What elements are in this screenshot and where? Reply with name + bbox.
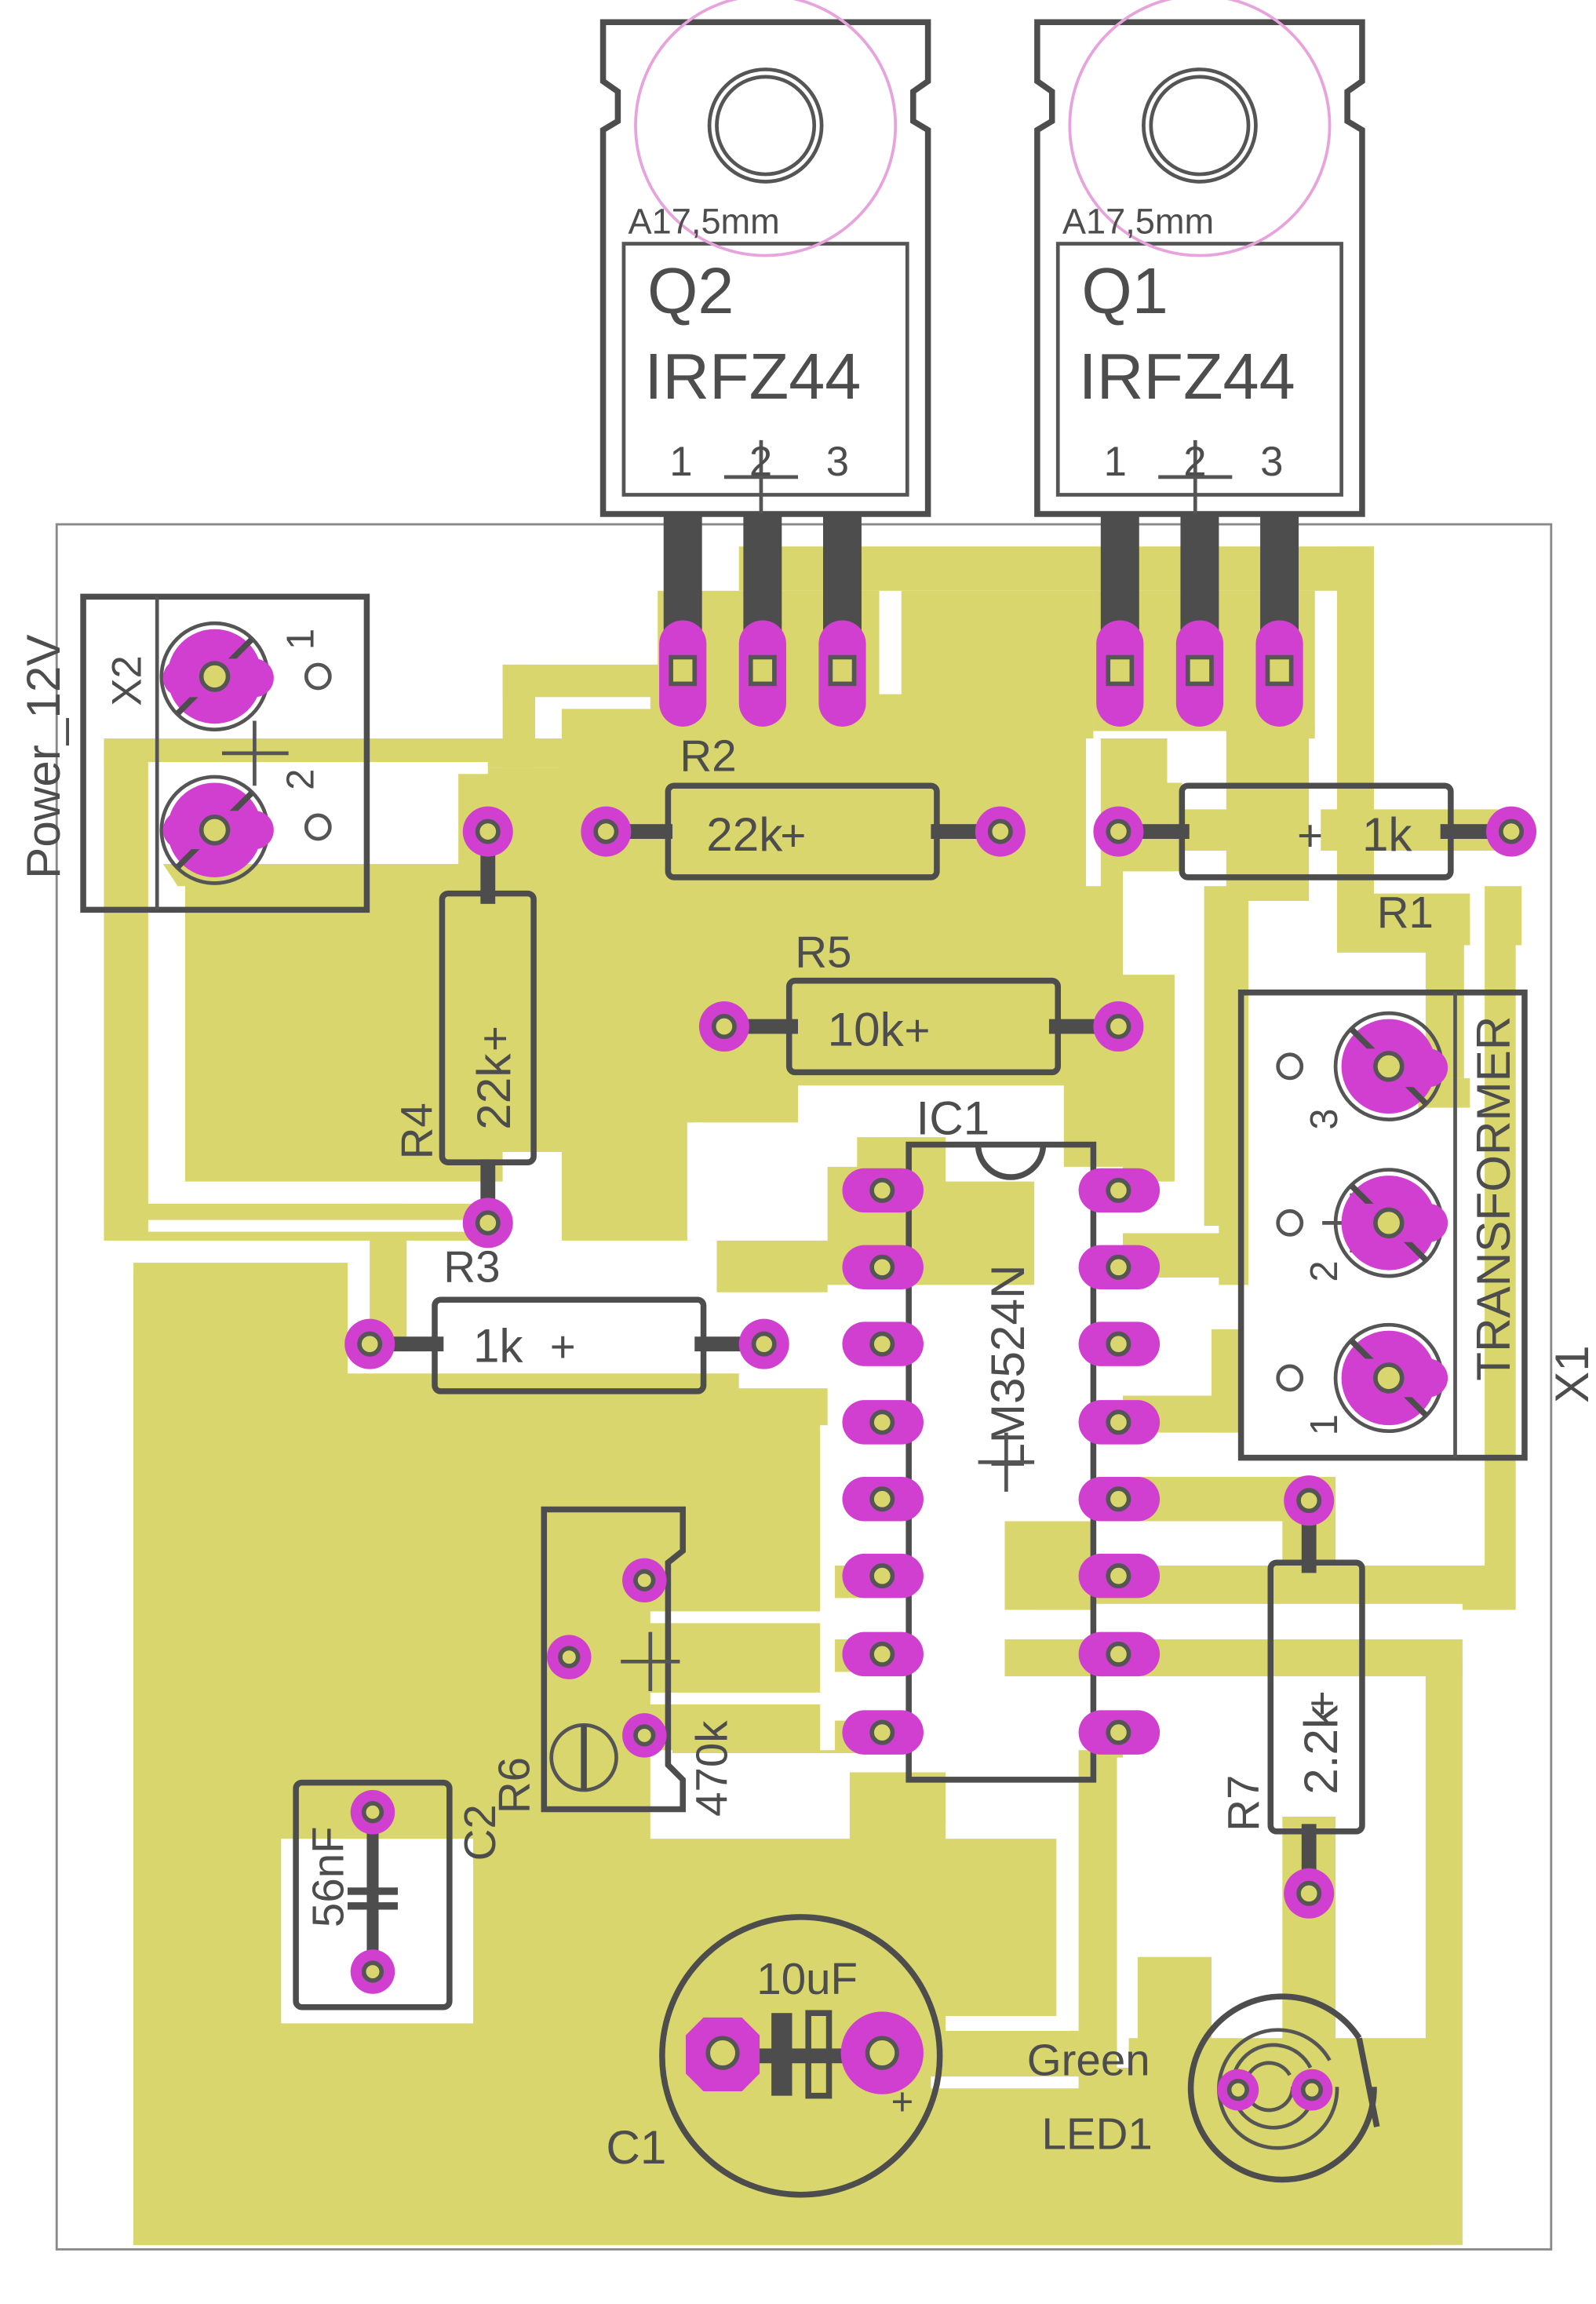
r6-value: 470k <box>687 1720 737 1817</box>
q1-pin-1-label: 1 <box>1104 439 1127 485</box>
ic1-left-pins <box>842 1168 924 1755</box>
x2-label: Power_12V <box>16 634 70 878</box>
resistor-r3[interactable]: R3 1k + <box>344 1242 789 1394</box>
plus-marker: + <box>780 811 806 860</box>
ic1-designator: IC1 <box>916 1091 990 1144</box>
capacitor-c2[interactable]: C2 56nF <box>293 1779 505 2011</box>
plus-marker: + <box>550 1322 576 1371</box>
r1-value: 1k <box>1362 807 1412 861</box>
connector-x1-transformer[interactable]: TRANSFORMER X1 3 2 1 <box>1237 989 1596 1461</box>
c2-designator: C2 <box>455 1804 505 1861</box>
ic1-right-pins <box>1078 1168 1161 1755</box>
r7-designator: R7 <box>1219 1775 1268 1832</box>
x1-pin-3-label: 3 <box>1303 1109 1346 1130</box>
q2-pin-2-label: 2 <box>749 439 772 485</box>
x2-pin-2-label: 2 <box>280 769 322 790</box>
r4-designator: R4 <box>392 1103 441 1159</box>
x2-designator: X2 <box>104 655 150 705</box>
hole-size-label: A17,5mm <box>629 201 780 241</box>
transistor-q1[interactable]: A17,5mm Q1 IRFZ44 1 2 3 <box>1034 0 1365 727</box>
transistor-q2[interactable]: A17,5mm Q2 IRFZ44 1 2 3 <box>599 0 931 727</box>
q1-pin-3-label: 3 <box>1260 439 1283 485</box>
resistor-r4[interactable]: R4 22k + <box>392 806 537 1249</box>
potentiometer-r6[interactable]: R6 470k <box>489 1506 737 1817</box>
r3-value: 1k <box>473 1318 523 1372</box>
plus-marker: + <box>1297 1690 1346 1716</box>
r7-value: 2.2k <box>1294 1704 1347 1795</box>
mounting-ring <box>1068 0 1332 257</box>
led1-designator: LED1 <box>1042 2109 1153 2158</box>
x1-designator: X1 <box>1545 1345 1596 1403</box>
mounting-ring <box>634 0 898 257</box>
x1-pin-1-label: 1 <box>1303 1414 1346 1435</box>
resistor-r5[interactable]: R5 10k + <box>698 928 1144 1076</box>
hole-size-label: A17,5mm <box>1062 201 1214 241</box>
r2-value: 22k <box>706 807 783 861</box>
q2-designator: Q2 <box>647 254 734 327</box>
r2-designator: R2 <box>680 731 736 780</box>
r4-value: 22k <box>467 1053 520 1130</box>
c1-value: 10uF <box>756 1954 858 2003</box>
c2-value: 56nF <box>303 1826 352 1927</box>
plus-marker: + <box>1297 811 1323 860</box>
r5-designator: R5 <box>795 928 851 977</box>
x2-pin-1-label: 1 <box>280 629 322 650</box>
q1-designator: Q1 <box>1081 254 1168 327</box>
connector-x2[interactable]: X2 Power_12V 1 2 <box>16 593 370 913</box>
resistor-r1[interactable]: R1 1k + <box>1093 782 1537 937</box>
r1-designator: R1 <box>1377 888 1434 937</box>
q2-pin-3-label: 3 <box>826 439 849 485</box>
isolation-gaps <box>170 738 1212 2031</box>
r5-value: 10k <box>828 1002 905 1055</box>
q1-pin-2-label: 2 <box>1183 439 1206 485</box>
q1-part: IRFZ44 <box>1079 340 1295 413</box>
led-led1[interactable]: Green LED1 <box>1027 1993 1380 2183</box>
resistor-r2[interactable]: R2 22k + <box>581 731 1026 880</box>
r6-designator: R6 <box>489 1757 538 1814</box>
ic-ic1[interactable]: IC1 LM3524N <box>842 1091 1161 1783</box>
capacitor-c1[interactable]: 10uF C1 + <box>606 1914 943 2198</box>
resistor-r7[interactable]: R7 2.2k + <box>1219 1475 1365 1919</box>
plus-marker: + <box>905 1005 931 1055</box>
c1-designator: C1 <box>606 2120 666 2174</box>
q2-part: IRFZ44 <box>644 340 861 413</box>
x1-label: TRANSFORMER <box>1467 1016 1520 1381</box>
r3-designator: R3 <box>443 1242 500 1292</box>
q2-pin-1-label: 1 <box>669 439 692 485</box>
led1-color: Green <box>1027 2035 1150 2084</box>
plus-marker: + <box>470 1026 519 1052</box>
x1-pin-2-label: 2 <box>1303 1260 1346 1281</box>
